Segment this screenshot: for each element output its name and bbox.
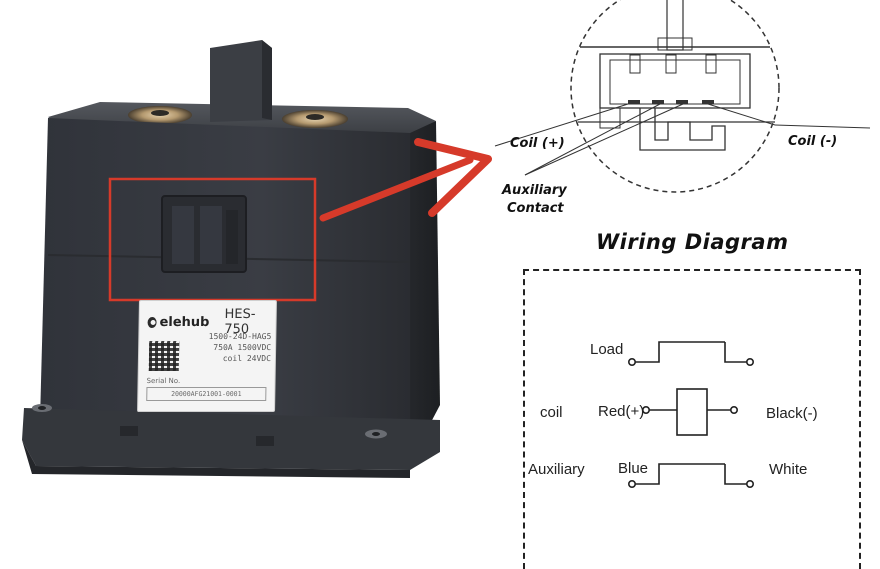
- wiring-diagram-frame: [523, 269, 861, 569]
- coil-symbol: [641, 388, 738, 436]
- label-load: Load: [590, 341, 624, 358]
- callout-coil-minus: Coil (-): [788, 134, 838, 149]
- callout-coil-plus: Coil (+): [510, 136, 565, 151]
- callout-aux-line1: Auxiliary: [502, 183, 567, 198]
- wiring-schematic: [627, 341, 754, 488]
- housing-front: [40, 118, 410, 460]
- pointer-arrow: [319, 156, 474, 222]
- label-coil: coil: [540, 404, 563, 421]
- mounting-fin: [210, 40, 272, 122]
- detail-circle: [570, 0, 780, 193]
- label-white-wire: White: [769, 461, 808, 478]
- callout-aux-line2: Contact: [507, 201, 564, 216]
- label-blue-wire: Blue: [618, 460, 649, 477]
- label-auxiliary: Auxiliary: [528, 461, 585, 478]
- figure: elehub HES-750 1500-24D-HAG5 750A 1500VD…: [0, 0, 880, 540]
- label-red-wire: Red(+): [598, 403, 645, 420]
- label-black-wire: Black(-): [766, 405, 818, 422]
- connector-detail: [494, 0, 871, 193]
- load-contact-symbol: [627, 341, 754, 366]
- wiring-diagram-title: Wiring Diagram: [596, 230, 789, 254]
- contactor-photo: [22, 40, 492, 478]
- aux-contact-symbol: [627, 463, 754, 488]
- housing-side: [410, 121, 440, 462]
- base-flange: [22, 408, 440, 470]
